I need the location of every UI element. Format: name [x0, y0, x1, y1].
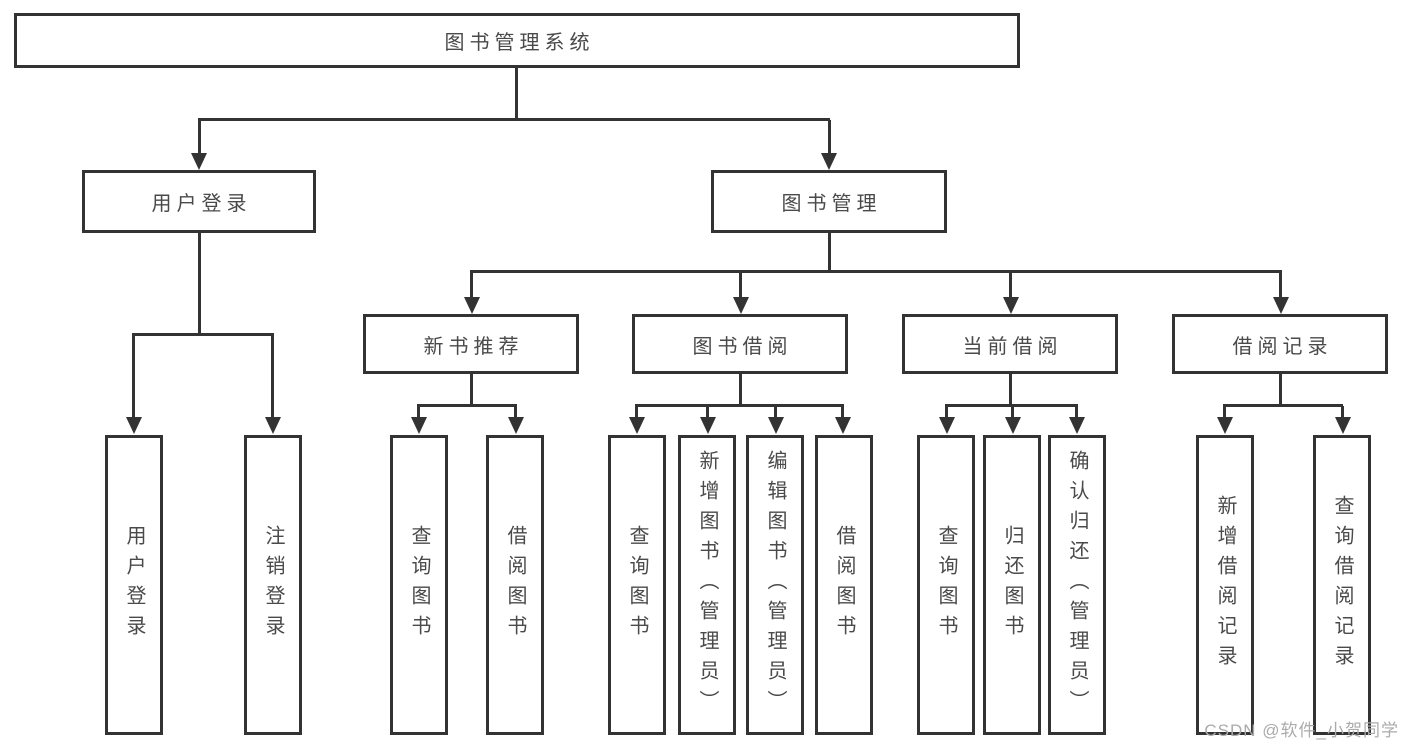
connector-book-borrow-drop-4 — [841, 406, 844, 419]
connector-current-borrow-drop-3 — [1075, 406, 1078, 419]
connector-drop-new-book — [470, 272, 473, 299]
leaf-confirm-return-admin: 确认归还（管理员） — [1048, 435, 1106, 735]
arrow-book-borrow-leaf-2 — [700, 417, 716, 434]
connector-borrow-records-drop-2 — [1341, 406, 1344, 419]
connector-book-mgmt-bar — [470, 270, 1282, 273]
arrow-new-book-leaf-2 — [508, 417, 524, 434]
connector-new-book-stem — [470, 374, 473, 406]
connector-current-borrow-drop-1 — [945, 406, 948, 419]
connector-current-borrow-bar — [945, 404, 1078, 407]
connector-new-book-bar — [417, 404, 517, 407]
leaf-borrow-books-2: 借阅图书 — [815, 435, 873, 735]
leaf-return-books: 归还图书 — [983, 435, 1041, 735]
connector-root-stem — [515, 68, 518, 120]
leaf-query-books-3-label: 查询图书 — [935, 525, 957, 645]
connector-user-login-bar — [132, 333, 274, 336]
leaf-add-borrow-record: 新增借阅记录 — [1196, 435, 1254, 735]
arrow-borrow-records-leaf-1 — [1217, 417, 1233, 434]
leaf-query-books-1: 查询图书 — [390, 435, 448, 735]
connector-current-borrow-drop-2 — [1011, 406, 1014, 419]
leaf-user-login: 用户登录 — [105, 435, 163, 735]
node-current-borrow-label: 当前借阅 — [962, 335, 1063, 358]
leaf-add-books-admin: 新增图书（管理员） — [678, 435, 736, 735]
node-user-login-label: 用户登录 — [151, 193, 252, 215]
connector-root-right-drop — [828, 120, 831, 156]
connector-user-login-drop-1 — [132, 335, 135, 419]
node-borrow-records-label: 借阅记录 — [1232, 335, 1333, 358]
connector-drop-current-borrow — [1009, 272, 1012, 299]
arrow-to-book-borrow — [733, 297, 749, 314]
arrow-current-borrow-leaf-3 — [1069, 417, 1085, 434]
arrow-book-borrow-leaf-1 — [629, 417, 645, 434]
leaf-query-books-2: 查询图书 — [608, 435, 666, 735]
arrow-book-borrow-leaf-3 — [768, 417, 784, 434]
connector-user-login-drop-2 — [271, 335, 274, 419]
connector-book-mgmt-stem — [828, 233, 831, 272]
leaf-add-borrow-record-label: 新增借阅记录 — [1214, 495, 1236, 675]
leaf-user-login-label: 用户登录 — [123, 525, 145, 645]
connector-book-borrow-drop-3 — [774, 406, 777, 419]
connector-book-borrow-drop-1 — [635, 406, 638, 419]
leaf-logout-label: 注销登录 — [262, 525, 284, 645]
arrow-current-borrow-leaf-1 — [939, 417, 955, 434]
arrow-to-leaf-logout — [265, 417, 281, 434]
connector-root-left-drop — [198, 120, 201, 156]
leaf-borrow-books-2-label: 借阅图书 — [833, 525, 855, 645]
node-new-book-recommend: 新书推荐 — [363, 314, 579, 374]
node-book-management-label: 图书管理 — [781, 193, 882, 215]
connector-root-bar — [198, 118, 830, 121]
connector-book-borrow-drop-2 — [706, 406, 709, 419]
arrow-to-new-book — [464, 297, 480, 314]
connector-new-book-drop-2 — [514, 406, 517, 419]
leaf-query-borrow-record: 查询借阅记录 — [1313, 435, 1371, 735]
node-user-login: 用户登录 — [82, 170, 316, 233]
node-root-label: 图书管理系统 — [444, 32, 595, 54]
node-book-management: 图书管理 — [711, 170, 947, 233]
leaf-query-borrow-record-label: 查询借阅记录 — [1331, 495, 1353, 675]
leaf-query-books-2-label: 查询图书 — [626, 525, 648, 645]
node-current-borrow: 当前借阅 — [902, 314, 1118, 374]
connector-book-borrow-stem — [739, 374, 742, 406]
connector-new-book-drop-1 — [417, 406, 420, 419]
arrow-to-user-login — [191, 153, 207, 170]
arrow-to-leaf-login — [126, 417, 142, 434]
leaf-borrow-books-1-label: 借阅图书 — [504, 525, 526, 645]
connector-book-borrow-bar — [635, 404, 844, 407]
connector-drop-book-borrow — [739, 272, 742, 299]
leaf-edit-books-admin: 编辑图书（管理员） — [746, 435, 804, 735]
leaf-confirm-return-admin-label: 确认归还（管理员） — [1066, 450, 1088, 720]
connector-drop-borrow-records — [1279, 272, 1282, 299]
csdn-watermark: CSDN @软件_小贺同学 — [1204, 721, 1399, 740]
node-new-book-recommend-label: 新书推荐 — [423, 335, 524, 358]
leaf-edit-books-admin-label: 编辑图书（管理员） — [764, 450, 786, 720]
leaf-return-books-label: 归还图书 — [1001, 525, 1023, 645]
arrow-to-book-management — [821, 153, 837, 170]
node-borrow-records: 借阅记录 — [1172, 314, 1388, 374]
node-root: 图书管理系统 — [14, 13, 1020, 68]
leaf-query-books-1-label: 查询图书 — [408, 525, 430, 645]
node-book-borrow: 图书借阅 — [632, 314, 848, 374]
node-book-borrow-label: 图书借阅 — [692, 335, 793, 358]
arrow-to-borrow-records — [1273, 297, 1289, 314]
arrow-book-borrow-leaf-4 — [835, 417, 851, 434]
arrow-new-book-leaf-1 — [411, 417, 427, 434]
leaf-logout: 注销登录 — [244, 435, 302, 735]
arrow-borrow-records-leaf-2 — [1335, 417, 1351, 434]
leaf-query-books-3: 查询图书 — [917, 435, 975, 735]
connector-current-borrow-stem — [1009, 374, 1012, 406]
arrow-to-current-borrow — [1003, 297, 1019, 314]
connector-borrow-records-drop-1 — [1223, 406, 1226, 419]
leaf-borrow-books-1: 借阅图书 — [486, 435, 544, 735]
arrow-current-borrow-leaf-2 — [1005, 417, 1021, 434]
connector-borrow-records-bar — [1223, 404, 1343, 407]
connector-borrow-records-stem — [1279, 374, 1282, 406]
connector-user-login-stem — [198, 233, 201, 335]
leaf-add-books-admin-label: 新增图书（管理员） — [696, 450, 718, 720]
